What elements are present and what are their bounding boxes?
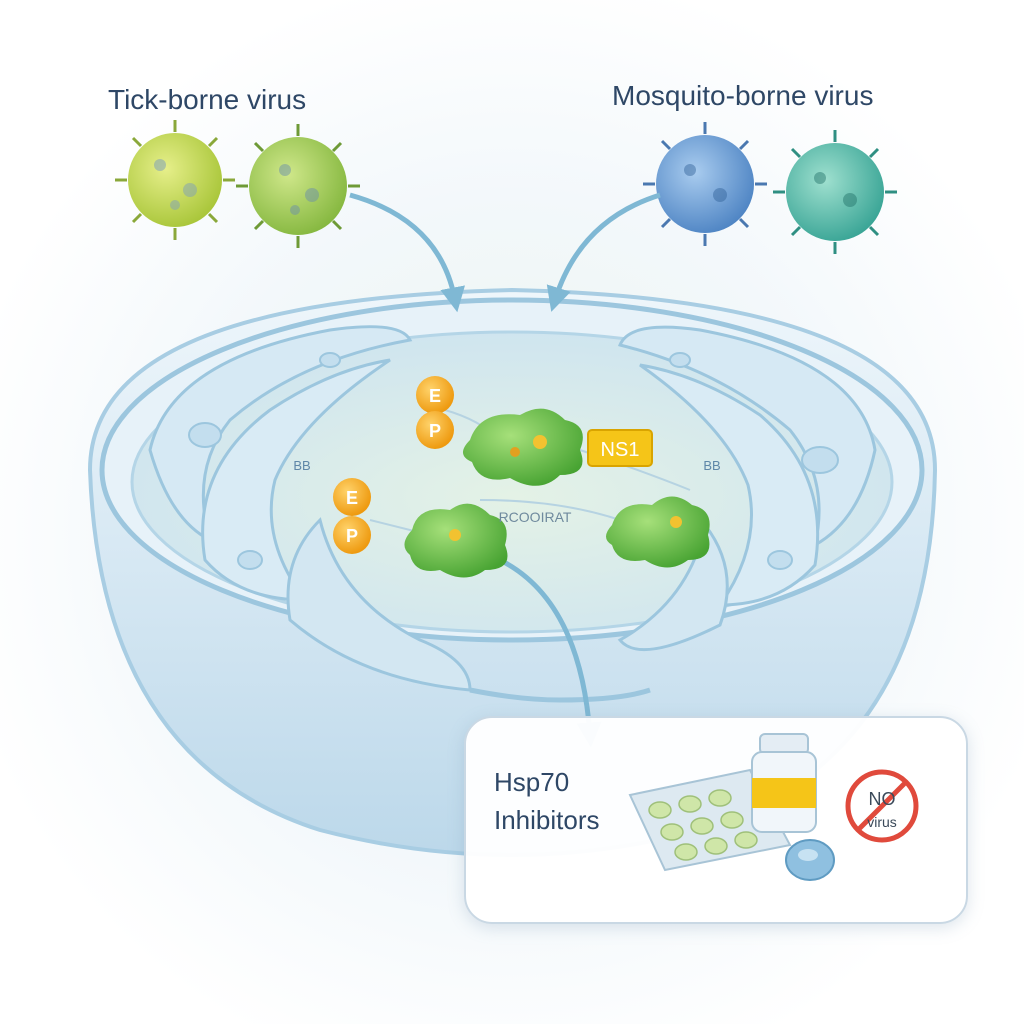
mosquito-virus-icon — [773, 130, 897, 254]
hsp70-spot — [533, 435, 547, 449]
tick-virus-icon — [236, 124, 360, 248]
inhibitor-arrow — [498, 557, 602, 748]
hsp70-spot — [449, 529, 461, 541]
p-protein-bead — [416, 411, 454, 449]
p-protein-label: P — [429, 421, 441, 441]
no-virus-top: NO — [869, 789, 896, 809]
no-virus-bottom: virus — [867, 814, 897, 830]
e-protein-bead — [333, 478, 371, 516]
mosquito-virus-icon — [643, 122, 767, 246]
pill-blister-icon — [628, 768, 792, 872]
tick-borne-label: Tick-borne virus — [108, 84, 307, 115]
hsp70-spot — [670, 516, 682, 528]
capsule-icon — [785, 839, 835, 881]
protein-beads-upper: E P — [416, 376, 454, 449]
medicine-bottle-icon — [751, 733, 817, 833]
inhibitor-label-line2: Inhibitors — [494, 804, 600, 835]
hsp70-spot — [510, 447, 520, 457]
small-label-left: BB — [293, 458, 310, 473]
mosquito-borne-label: Mosquito-borne virus — [612, 80, 874, 111]
inhibitor-label-line1: Hsp70 — [494, 767, 570, 797]
e-protein-bead — [416, 376, 454, 414]
protein-beads-lower: E P — [333, 478, 371, 554]
p-protein-bead — [333, 516, 371, 554]
tick-entry-arrow — [349, 192, 465, 313]
ns1-label: NS1 — [601, 439, 640, 461]
e-protein-label: E — [346, 488, 358, 508]
hsp70-blob — [606, 496, 710, 568]
inhibitor-label: Hsp70 Inhibitors — [494, 764, 600, 839]
small-label-right: BB — [703, 458, 720, 473]
hsp70-blob — [462, 408, 583, 486]
complex-label: RCOOIRAT — [499, 509, 572, 525]
p-protein-label: P — [346, 526, 358, 546]
e-protein-label: E — [429, 386, 441, 406]
ns1-box — [587, 429, 653, 467]
mosquito-entry-arrow — [546, 192, 661, 312]
tick-virus-icon — [115, 120, 235, 240]
no-virus-icon: NO virus — [845, 769, 919, 843]
